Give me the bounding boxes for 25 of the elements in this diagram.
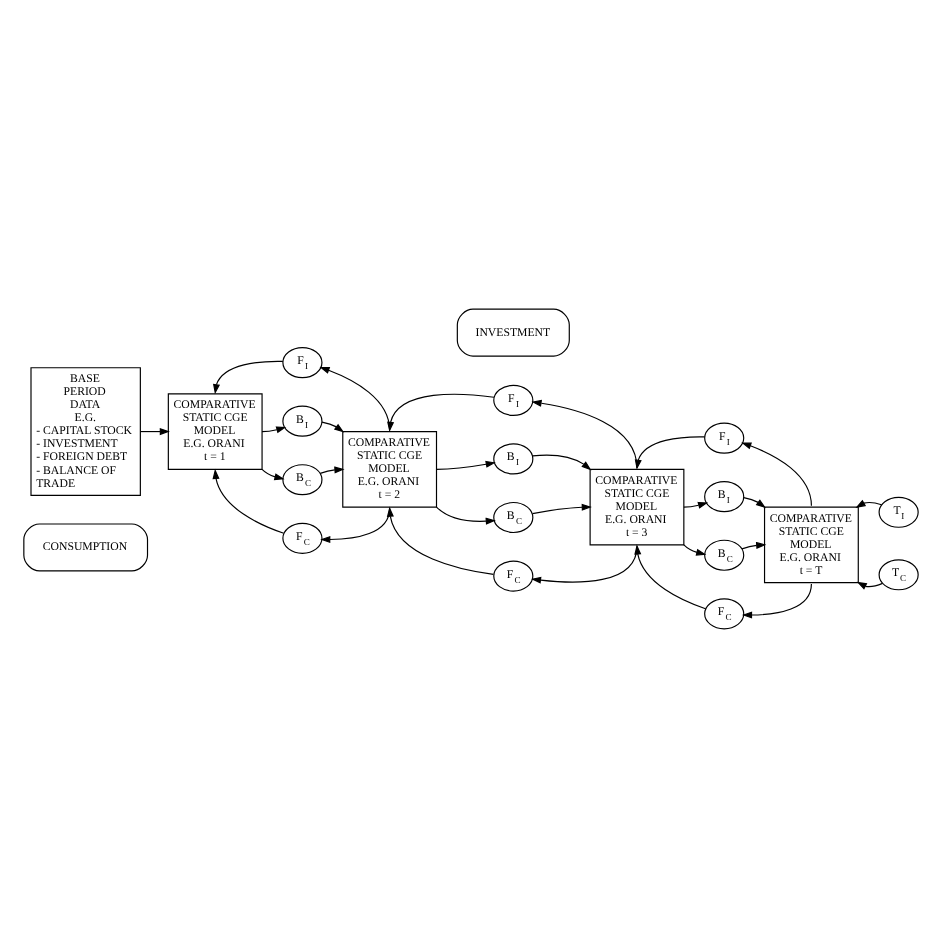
arrow (212, 467, 285, 533)
arrow (741, 441, 812, 506)
arrow (741, 540, 767, 549)
arrow (321, 420, 345, 432)
arrow (683, 543, 707, 555)
arrow (139, 427, 170, 435)
arrow (743, 496, 766, 508)
arrow (856, 580, 884, 589)
arrow (634, 543, 707, 609)
arrow (435, 459, 496, 469)
arrow (319, 366, 391, 430)
arrow (634, 435, 706, 469)
arrow (531, 502, 592, 514)
arrow (531, 453, 592, 470)
arrow (531, 398, 638, 468)
arrow (387, 392, 495, 432)
arrow (741, 582, 812, 618)
arrow (683, 500, 709, 508)
arrow (213, 359, 284, 394)
arrow (855, 498, 883, 507)
arrow (261, 467, 285, 480)
arrow (319, 465, 345, 473)
arrow (386, 505, 494, 574)
arrow (261, 425, 287, 433)
arrow (435, 505, 496, 524)
